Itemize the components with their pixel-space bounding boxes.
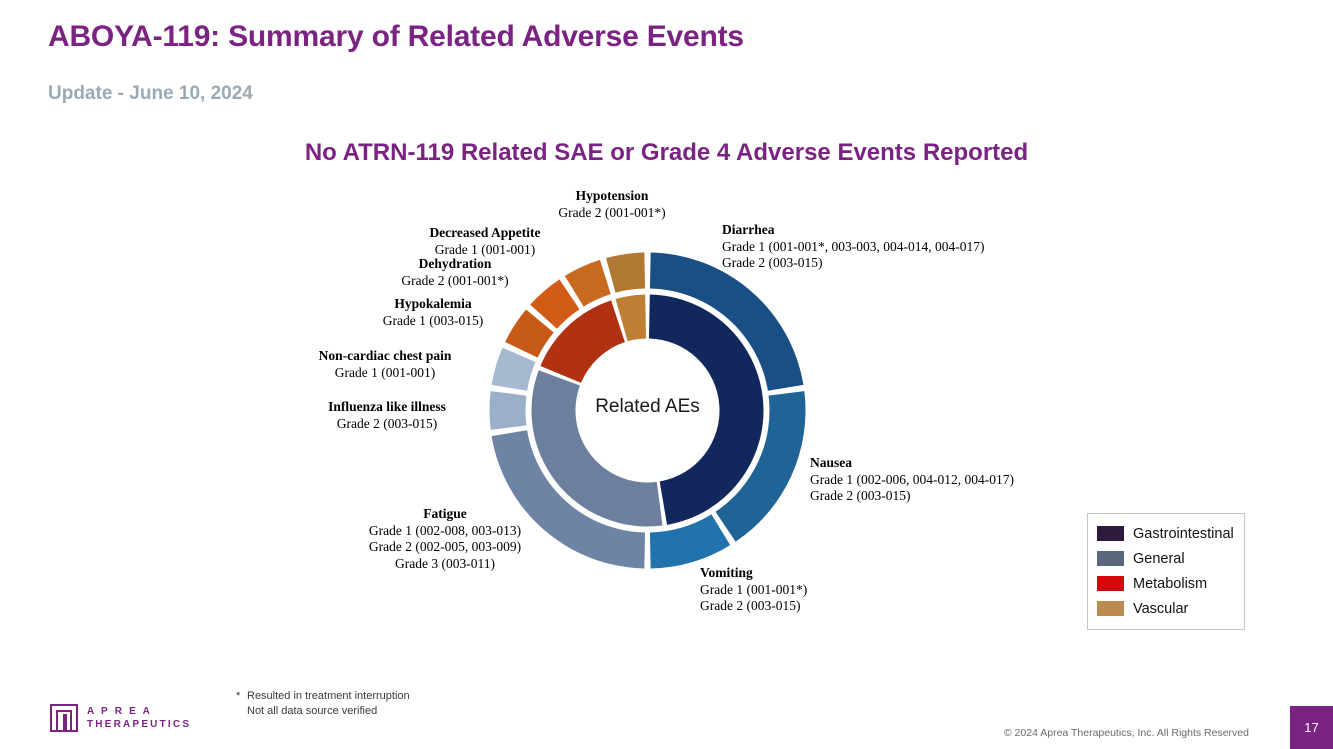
- page-title: ABOYA-119: Summary of Related Adverse Ev…: [48, 20, 744, 53]
- aprea-logo-text: A P R E A THERAPEUTICS: [87, 705, 191, 731]
- donut-inner-slice-general[interactable]: [531, 370, 663, 527]
- callout-line-nausea-2: Grade 2 (003-015): [810, 488, 911, 503]
- callout-line-diarrhea-1: Grade 1 (001-001*, 003-003, 004-014, 004…: [722, 238, 985, 254]
- page-subtitle: Update - June 10, 2024: [48, 83, 253, 104]
- donut-outer-slice-diarrhea[interactable]: [649, 252, 804, 391]
- copyright-text: © 2024 Aprea Therapeutics, Inc. All Righ…: [1003, 727, 1249, 739]
- legend-swatch-icon: [1097, 576, 1124, 591]
- footnote-row-1: * Resulted in treatment interruption: [236, 689, 410, 704]
- legend-label: General: [1133, 550, 1185, 567]
- aprea-logo-mark-icon: [50, 704, 78, 732]
- callout-line-hypokalemia-1: Grade 1 (003-015): [382, 312, 484, 328]
- callout-title-nausea: Nausea: [810, 455, 853, 470]
- chart-heading: No ATRN-119 Related SAE or Grade 4 Adver…: [304, 139, 1029, 166]
- donut-chart-svg: [489, 252, 806, 569]
- donut-outer-slice-non-cardiac-chest-pain[interactable]: [491, 347, 536, 391]
- legend-label: Vascular: [1133, 600, 1189, 617]
- legend-swatch-icon: [1097, 526, 1124, 541]
- legend-swatch-icon: [1097, 601, 1124, 616]
- donut-outer-slice-nausea[interactable]: [715, 391, 806, 542]
- callout-line-fatigue-1: Grade 1 (002-008, 003-013): [368, 522, 522, 538]
- callout-title-hypokalemia: Hypokalemia: [394, 296, 472, 311]
- donut-center-label: Related AEs: [595, 396, 700, 417]
- callout-line-non-cardiac-chest-pain-1: Grade 1 (001-001): [334, 364, 436, 380]
- legend-item-metabolism[interactable]: Metabolism: [1097, 571, 1235, 596]
- logo-line-1: A P R E A: [87, 706, 152, 717]
- footnote-text-2: Not all data source verified: [247, 705, 378, 717]
- callout-title-decreased-appetite: Decreased Appetite: [429, 225, 541, 240]
- donut-outer-slice-fatigue[interactable]: [491, 430, 646, 569]
- footnote-asterisk: *: [236, 690, 241, 702]
- footnote-text-1: Resulted in treatment interruption: [247, 690, 410, 702]
- footnote-spacer: [236, 704, 247, 719]
- callout-line-hypotension-1: Grade 2 (001-001*): [558, 204, 666, 220]
- callout-title-fatigue: Fatigue: [423, 506, 467, 521]
- callout-line-dehydration-1: Grade 2 (001-001*): [401, 272, 509, 288]
- donut-outer-slice-hypokalemia[interactable]: [505, 309, 554, 358]
- donut-inner-slice-metabolism[interactable]: [540, 300, 625, 383]
- callout-line-influenza-like-illness-1: Grade 2 (003-015): [336, 415, 438, 431]
- legend-swatch-icon: [1097, 551, 1124, 566]
- legend-item-general[interactable]: General: [1097, 546, 1235, 571]
- legend-label: Metabolism: [1133, 575, 1208, 592]
- logo-line-2: THERAPEUTICS: [87, 719, 192, 730]
- aprea-logo: A P R E A THERAPEUTICS: [50, 704, 191, 732]
- callout-line-decreased-appetite-1: Grade 1 (001-001): [434, 241, 536, 257]
- callout-line-nausea-1: Grade 1 (002-006, 004-012, 004-017): [810, 471, 1014, 487]
- callout-title-dehydration: Dehydration: [418, 256, 492, 271]
- donut-outer-slice-influenza-like-illness[interactable]: [489, 391, 527, 430]
- donut-outer-slice-dehydration[interactable]: [530, 279, 580, 329]
- donut-inner-slice-vascular[interactable]: [615, 294, 647, 342]
- callout-line-vomiting-1: Grade 1 (001-001*): [700, 581, 808, 597]
- page-number-badge: 17: [1290, 706, 1333, 749]
- callout-title-diarrhea: Diarrhea: [722, 222, 775, 237]
- legend-item-vascular[interactable]: Vascular: [1097, 596, 1235, 621]
- callout-title-influenza-like-illness: Influenza like illness: [328, 399, 446, 414]
- legend-label: Gastrointestinal: [1133, 525, 1234, 542]
- callout-line-fatigue-3: Grade 3 (003-011): [395, 555, 495, 571]
- callout-title-vomiting: Vomiting: [700, 565, 753, 580]
- donut-outer-slice-hypotension[interactable]: [606, 252, 646, 293]
- callout-line-diarrhea-2: Grade 2 (003-015): [722, 255, 823, 270]
- footnotes: * Resulted in treatment interruption Not…: [236, 689, 410, 719]
- callout-line-vomiting-2: Grade 2 (003-015): [700, 598, 801, 613]
- callout-line-fatigue-2: Grade 2 (002-005, 003-009): [368, 539, 522, 554]
- donut-outer-slice-decreased-appetite[interactable]: [564, 259, 611, 307]
- donut-outer-slice-vomiting[interactable]: [649, 514, 731, 569]
- callout-title-non-cardiac-chest-pain: Non-cardiac chest pain: [318, 348, 452, 363]
- legend-item-gastrointestinal[interactable]: Gastrointestinal: [1097, 521, 1235, 546]
- footnote-row-2: Not all data source verified: [236, 704, 410, 719]
- callout-title-hypotension: Hypotension: [575, 188, 649, 203]
- donut-inner-slice-gastrointestinal[interactable]: [648, 294, 764, 525]
